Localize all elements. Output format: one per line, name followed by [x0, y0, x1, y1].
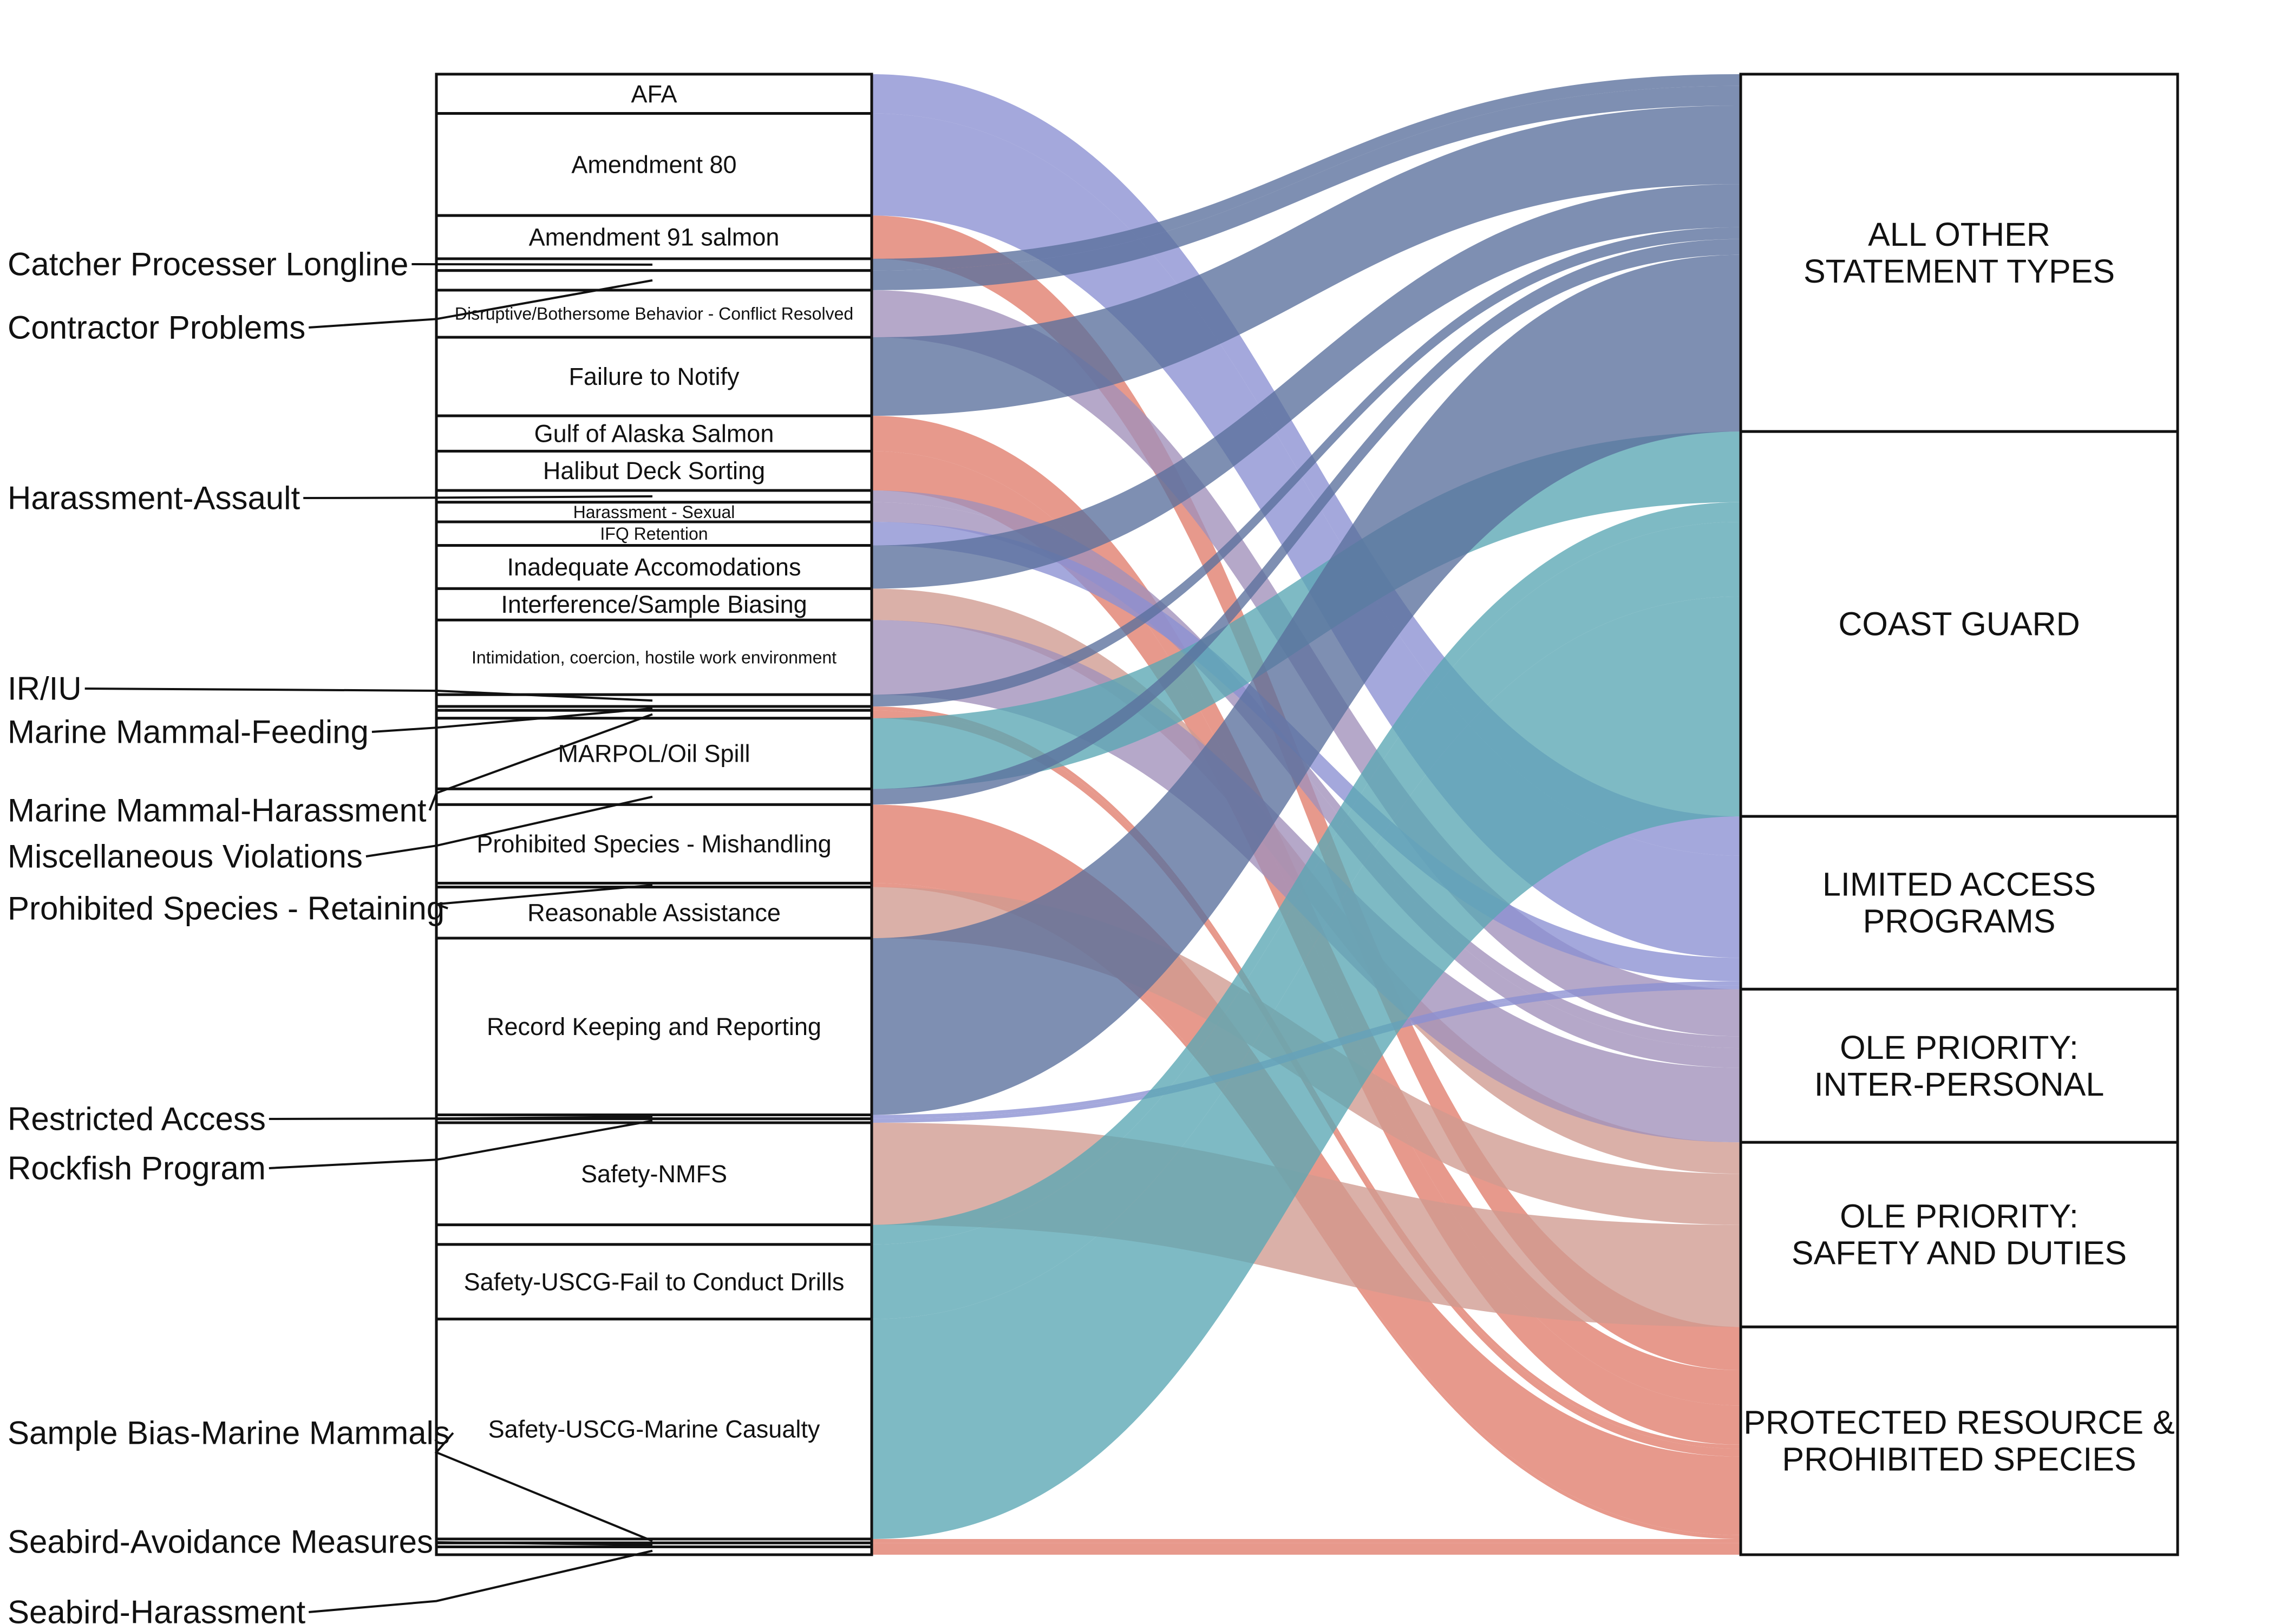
- outside-label-harassment-assault: Harassment-Assault: [8, 480, 300, 516]
- node-label-disruptive-bothersome-behavior-conflict-resolved: Disruptive/Bothersome Behavior - Conflic…: [455, 304, 853, 324]
- node-safety-nmfs: [435, 1121, 873, 1227]
- target-label-ole-priority-safety-and-duties-line-2: SAFETY AND DUTIES: [1792, 1235, 2127, 1272]
- leader-line-harassment-assault: [303, 495, 653, 499]
- link-ir-iu-to-all-other-statement-types: [872, 227, 1741, 706]
- node-label-harassment-sexual: Harassment - Sexual: [573, 502, 735, 522]
- node-label-afa: AFA: [631, 80, 677, 108]
- node-prohibited-species-mishandling: [435, 803, 873, 885]
- target-label-all-other-statement-types-line-1: ALL OTHER: [1868, 216, 2050, 253]
- node-intimidation-coercion-hostile-work-environment: [435, 618, 873, 696]
- leader-line-contractor-problems: [309, 279, 653, 329]
- node-safety-uscg-fail-to-conduct-drills: [435, 1223, 873, 1246]
- leader-line-ir-iu: [84, 687, 653, 702]
- leader-line-catcher-processer-longline: [411, 263, 653, 266]
- outside-label-seabird-harassment: Seabird-Harassment: [8, 1594, 306, 1624]
- outside-label-seabird-avoidance-measures: Seabird-Avoidance Measures: [8, 1524, 433, 1560]
- outside-label-sample-bias-marine-mammals: Sample Bias-Marine Mammals: [8, 1415, 450, 1451]
- leader-line-marine-mammal-feeding: [371, 707, 653, 733]
- target-label-protected-resource-prohibited-species-line-1: PROTECTED RESOURCE &: [1743, 1404, 2175, 1441]
- outside-label-catcher-processer-longline: Catcher Processer Longline: [8, 246, 408, 283]
- link-safety-uscg-fail-to-conduct-drills-to-coast-guard: [872, 522, 1741, 1319]
- target-label-protected-resource-prohibited-species-line-2: PROHIBITED SPECIES: [1782, 1441, 2136, 1478]
- node-contractor-problems: [435, 269, 873, 292]
- node-label-amendment-80: Amendment 80: [571, 150, 736, 178]
- node-label-intimidation-coercion-hostile-work-environment: Intimidation, coercion, hostile work env…: [472, 647, 837, 667]
- link-harassment-sexual-to-ole-priority-inter-personal: [872, 502, 1741, 1068]
- node-label-failure-to-notify: Failure to Notify: [568, 363, 740, 390]
- link-contractor-problems-to-all-other-statement-types: [872, 86, 1741, 291]
- link-safety-uscg-fail-to-conduct-drills-to-coast-guard: [872, 502, 1741, 1245]
- link-catcher-processer-longline-to-all-other-statement-types: [872, 74, 1741, 271]
- leader-line-sample-bias-marine-mammals: [434, 1432, 653, 1542]
- node-seabird-harassment: [435, 1545, 873, 1556]
- node-label-safety-uscg-fail-to-conduct-drills: Safety-USCG-Fail to Conduct Drills: [464, 1268, 845, 1295]
- link-sample-bias-marine-mammals-to-protected-resource-prohibited-species: [872, 1538, 1741, 1543]
- category-nodes: [435, 73, 873, 1556]
- link-failure-to-notify-to-all-other-statement-types: [872, 106, 1741, 416]
- node-label-interference-sample-biasing: Interference/Sample Biasing: [501, 591, 807, 618]
- link-seabird-avoidance-measures-to-protected-resource-prohibited-species: [872, 1543, 1741, 1547]
- target-label-ole-priority-safety-and-duties-line-1: OLE PRIORITY:: [1840, 1198, 2079, 1235]
- target-label-limited-access-programs-line-2: PROGRAMS: [1863, 903, 2056, 940]
- outside-label-miscellaneous-violations: Miscellaneous Violations: [8, 839, 363, 875]
- link-seabird-harassment-to-protected-resource-prohibited-species: [872, 1547, 1741, 1555]
- node-miscellaneous-violations: [435, 787, 873, 806]
- link-safety-uscg-marine-casualty-to-coast-guard: [872, 596, 1741, 1539]
- node-label-gulf-of-alaska-salmon: Gulf of Alaska Salmon: [534, 420, 774, 447]
- node-label-ifq-retention: IFQ Retention: [600, 524, 708, 543]
- outside-label-marine-mammal-feeding: Marine Mammal-Feeding: [8, 714, 369, 750]
- node-label-amendment-91-salmon: Amendment 91 salmon: [529, 224, 780, 251]
- target-node-protected-resource-prohibited-species: [1739, 1325, 2179, 1556]
- target-label-ole-priority-inter-personal-line-1: OLE PRIORITY:: [1840, 1029, 2079, 1066]
- node-gulf-of-alaska-salmon: [435, 414, 873, 453]
- leader-line-seabird-harassment: [309, 1549, 653, 1613]
- link-miscellaneous-violations-to-all-other-statement-types: [872, 239, 1741, 805]
- outside-label-restricted-access: Restricted Access: [8, 1101, 266, 1137]
- outside-label-prohibited-species-retaining: Prohibited Species - Retaining: [8, 890, 445, 927]
- node-label-marpol-oil-spill: MARPOL/Oil Spill: [558, 740, 750, 768]
- outside-label-ir-iu: IR/IU: [8, 671, 82, 707]
- node-marpol-oil-spill: [435, 717, 873, 790]
- inside-labels: AFA Amendment 80 Amendment 91 salmonDisrup…: [455, 80, 853, 1443]
- node-label-safety-nmfs: Safety-NMFS: [581, 1160, 727, 1188]
- target-node-ole-priority-inter-personal: [1739, 987, 2179, 1144]
- leader-line-seabird-avoidance-measures: [435, 1541, 653, 1546]
- node-inadequate-accomodations: [435, 544, 873, 590]
- leader-line-rockfish-program: [269, 1119, 653, 1169]
- node-label-prohibited-species-mishandling: Prohibited Species - Mishandling: [476, 830, 831, 857]
- node-label-inadequate-accomodations: Inadequate Accomodations: [507, 553, 801, 581]
- outside-label-rockfish-program: Rockfish Program: [8, 1150, 266, 1187]
- node-label-record-keeping-and-reporting: Record Keeping and Reporting: [487, 1013, 821, 1040]
- target-label-ole-priority-inter-personal-line-2: INTER-PERSONAL: [1814, 1066, 2105, 1103]
- target-node-coast-guard: [1739, 430, 2179, 818]
- leader-line-restricted-access: [269, 1116, 653, 1120]
- link-record-keeping-and-reporting-to-all-other-statement-types: [872, 254, 1741, 1115]
- node-safety-uscg-marine-casualty: [435, 1318, 873, 1541]
- target-label-all-other-statement-types-line-2: STATEMENT TYPES: [1803, 253, 2115, 290]
- outside-label-marine-mammal-harassment: Marine Mammal-Harassment: [8, 793, 427, 829]
- node-label-halibut-deck-sorting: Halibut Deck Sorting: [543, 457, 765, 484]
- link-inadequate-accomodations-to-all-other-statement-types: [872, 184, 1741, 589]
- node-label-safety-uscg-marine-casualty: Safety-USCG-Marine Casualty: [488, 1415, 820, 1443]
- node-ir-iu: [435, 693, 873, 708]
- target-node-ole-priority-safety-and-duties: [1739, 1141, 2179, 1328]
- leader-line-marine-mammal-harassment: [428, 713, 653, 811]
- target-node-all-other-statement-types: [1739, 73, 2179, 433]
- outside-label-contractor-problems: Contractor Problems: [8, 310, 305, 346]
- node-safety-uscg-fail-to-conduct-drills: [435, 1243, 873, 1321]
- leader-line-miscellaneous-violations: [365, 795, 653, 857]
- node-interference-sample-biasing: [435, 587, 873, 621]
- node-label-reasonable-assistance: Reasonable Assistance: [527, 899, 781, 926]
- leader-lines: [84, 263, 653, 1613]
- flow-links: [872, 74, 1741, 1555]
- target-label-limited-access-programs-line-1: LIMITED ACCESS: [1822, 866, 2096, 903]
- link-amendment-80-to-limited-access-programs: [872, 113, 1741, 958]
- leader-line-prohibited-species-retaining: [436, 884, 653, 909]
- target-label-coast-guard-line-1: COAST GUARD: [1838, 606, 2080, 643]
